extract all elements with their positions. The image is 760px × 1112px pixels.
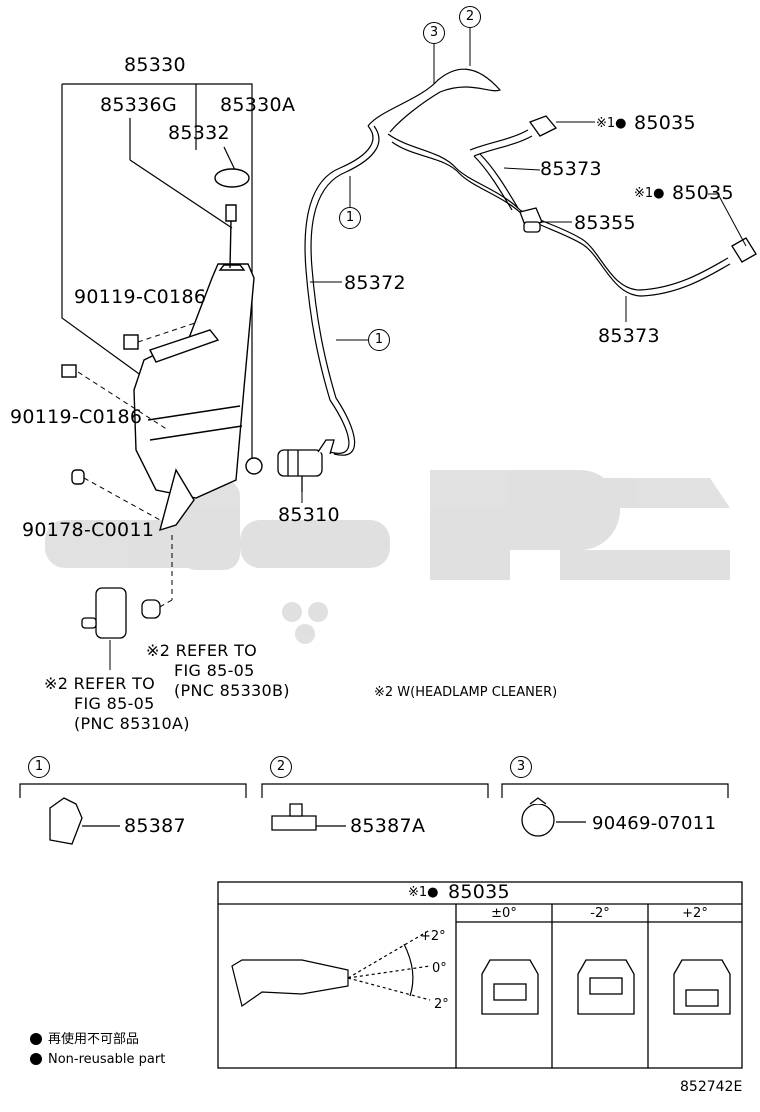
- label-85330: 85330: [124, 54, 186, 76]
- table-header-part: 85035: [448, 881, 510, 903]
- table-header-mark: ※1●: [408, 885, 439, 900]
- refer-right-line3: (PNC 85330B): [174, 681, 290, 700]
- legend-en: Non-reusable part: [48, 1052, 166, 1067]
- refer-left-line3: (PNC 85310A): [74, 714, 190, 733]
- legend-part-90469: 90469-07011: [592, 813, 717, 834]
- label-85336g: 85336G: [100, 94, 177, 116]
- refer-pump-85310a: [81, 587, 127, 639]
- label-hose-85373-lower: 85373: [598, 325, 660, 347]
- callout-3: 3: [423, 22, 445, 44]
- col-header-1-text: -2°: [590, 906, 610, 921]
- hose-85372: [304, 125, 380, 456]
- note-headlamp-cleaner: ※2 W(HEADLAMP CLEANER): [374, 685, 558, 700]
- refer-left-line1: ※2 REFER TO: [44, 674, 156, 693]
- washer-tank: [61, 168, 263, 532]
- label-pump: 85310: [278, 504, 340, 526]
- callout-1-lower: 1: [368, 329, 390, 351]
- angle-zero: 0°: [432, 961, 447, 976]
- legend-part-85387a: 85387A: [350, 815, 426, 837]
- label-joint-85355: 85355: [574, 212, 636, 234]
- upper-hose-run: [367, 68, 731, 297]
- angle-plus2: +2°: [420, 929, 446, 944]
- joint-85355: [519, 207, 543, 233]
- mark-nozzle-lower: ※1●: [634, 186, 665, 201]
- angle-table: [217, 881, 743, 1069]
- legend-callout-1: 1: [28, 756, 50, 778]
- refer-right-line1: ※2 REFER TO: [146, 641, 258, 660]
- legend-callout-3: 3: [510, 756, 532, 778]
- label-85332: 85332: [168, 122, 230, 144]
- nozzle-85035-lower: [731, 237, 757, 263]
- label-bolt-upper: 90119-C0186: [74, 286, 207, 308]
- nozzle-angle-drawing: [231, 929, 431, 1007]
- bullet-icon: [30, 1053, 42, 1065]
- nozzle-85035-upper: [528, 115, 558, 137]
- legend-part-85387: 85387: [124, 815, 186, 837]
- label-85330a: 85330A: [220, 94, 296, 116]
- leader-lines: [109, 28, 747, 670]
- bullet-icon: [30, 1033, 42, 1045]
- legend-jp: 再使用不可部品: [48, 1032, 140, 1047]
- callout-1-upper: 1: [339, 207, 361, 229]
- pump-85310: [277, 439, 335, 492]
- legend-callout-2: 2: [270, 756, 292, 778]
- label-bolt-lower: 90119-C0186: [10, 406, 143, 428]
- refer-left-line2: FIG 85-05: [74, 694, 155, 713]
- label-hose-85373-upper: 85373: [540, 158, 602, 180]
- angle-minus2: 2°: [434, 997, 449, 1012]
- refer-right-line2: FIG 85-05: [174, 661, 255, 680]
- refer-grommet-85330b: [141, 599, 161, 619]
- watermark-logo: [45, 470, 730, 644]
- mark-nozzle-upper: ※1●: [596, 116, 627, 131]
- label-nozzle-upper: 85035: [634, 112, 696, 134]
- clip-drawings: [49, 797, 586, 845]
- clip-legend-brackets: [19, 783, 729, 798]
- col-header-0-text: ±0°: [491, 906, 517, 921]
- nozzle-front-views: [481, 959, 731, 1015]
- figure-id: 852742E: [680, 1079, 743, 1095]
- label-clip: 90178-C0011: [22, 519, 155, 541]
- assembly-bracket: [61, 83, 253, 462]
- label-nozzle-lower: 85035: [672, 182, 734, 204]
- callout-2: 2: [459, 6, 481, 28]
- label-hose-85372: 85372: [344, 272, 406, 294]
- col-header-2-text: +2°: [682, 906, 708, 921]
